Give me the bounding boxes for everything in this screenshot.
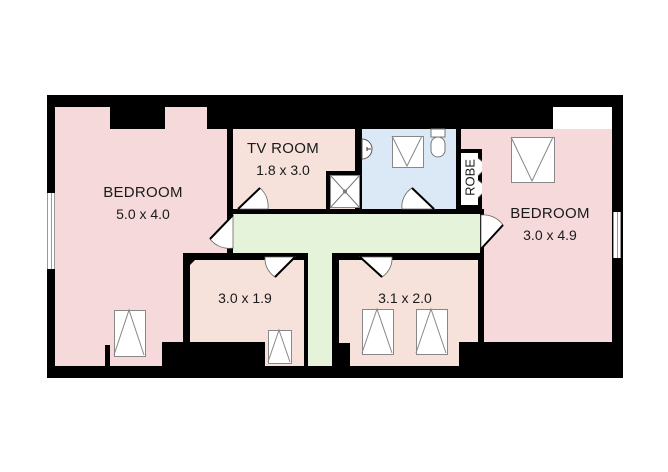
- bedroom-1-dimensions: 5.0 x 4.0: [116, 206, 170, 222]
- room-4-dimensions: 3.1 x 2.0: [378, 290, 432, 306]
- room-hallway: [233, 214, 480, 253]
- room-hallway-stem: [308, 253, 332, 366]
- door-bathroom[interactable]: [401, 187, 436, 210]
- shower-wall: [326, 171, 362, 175]
- chimney-breast: [110, 107, 165, 129]
- robe-top-wall: [456, 148, 482, 153]
- room-4-bottom-right-block: [459, 342, 480, 366]
- skylight-icon: [391, 135, 423, 168]
- door-bedroom-2[interactable]: [480, 214, 505, 251]
- robe-right-wall: [478, 148, 482, 158]
- tv-room-dimensions: 1.8 x 3.0: [256, 162, 310, 178]
- room-3-bottom-block: [183, 342, 265, 366]
- room-4-skylight-1: [362, 309, 394, 355]
- window-left: [47, 193, 55, 269]
- robe-bottom-wall: [456, 205, 482, 210]
- door-bedroom-1[interactable]: [209, 214, 234, 249]
- tv-room-name: TV ROOM: [246, 140, 320, 157]
- bedroom-1-name: BEDROOM: [103, 184, 183, 201]
- bedroom-2-void: [553, 107, 612, 129]
- room-robe: [461, 153, 478, 205]
- room-3-corner: [183, 253, 203, 273]
- bedroom-2-name: BEDROOM: [510, 205, 590, 222]
- bedroom-2-skylight: [511, 137, 555, 183]
- bedroom-1-top-wall-right: [207, 107, 227, 129]
- door-tv-room[interactable]: [237, 187, 270, 210]
- toilet-icon: [430, 128, 446, 158]
- bedroom-1-stub-wall: [105, 345, 110, 366]
- hallway-right-wall: [480, 209, 484, 342]
- room-3-skylight: [268, 330, 292, 364]
- partition-wall-bath-robe: [456, 129, 461, 209]
- room-3-right-wall: [304, 253, 308, 366]
- door-room-4[interactable]: [358, 256, 394, 279]
- partition-wall-tv-bath: [355, 107, 360, 175]
- skylight-icon: [113, 308, 145, 356]
- hallway-top-wall: [233, 209, 480, 214]
- robe-label: ROBE: [462, 159, 478, 196]
- skylight-icon: [361, 307, 393, 354]
- window-right: [613, 212, 621, 258]
- skylight-icon: [510, 136, 554, 183]
- bottom-right-block: [480, 342, 623, 378]
- room-4-bottom-left-block: [332, 343, 350, 366]
- door-room-3[interactable]: [264, 256, 297, 279]
- sink-icon: [361, 138, 373, 160]
- bedroom-1-skylight: [114, 310, 146, 357]
- bathroom-skylight: [392, 136, 424, 168]
- bedroom-2-dimensions: 3.0 x 4.9: [523, 227, 577, 243]
- shower-wall-left: [326, 171, 330, 211]
- room-4-skylight-2: [416, 309, 448, 355]
- room-3-dimensions: 3.0 x 1.9: [218, 290, 272, 306]
- skylight-icon: [267, 328, 291, 363]
- skylight-icon: [415, 307, 447, 354]
- shower-tray-icon: [329, 174, 361, 209]
